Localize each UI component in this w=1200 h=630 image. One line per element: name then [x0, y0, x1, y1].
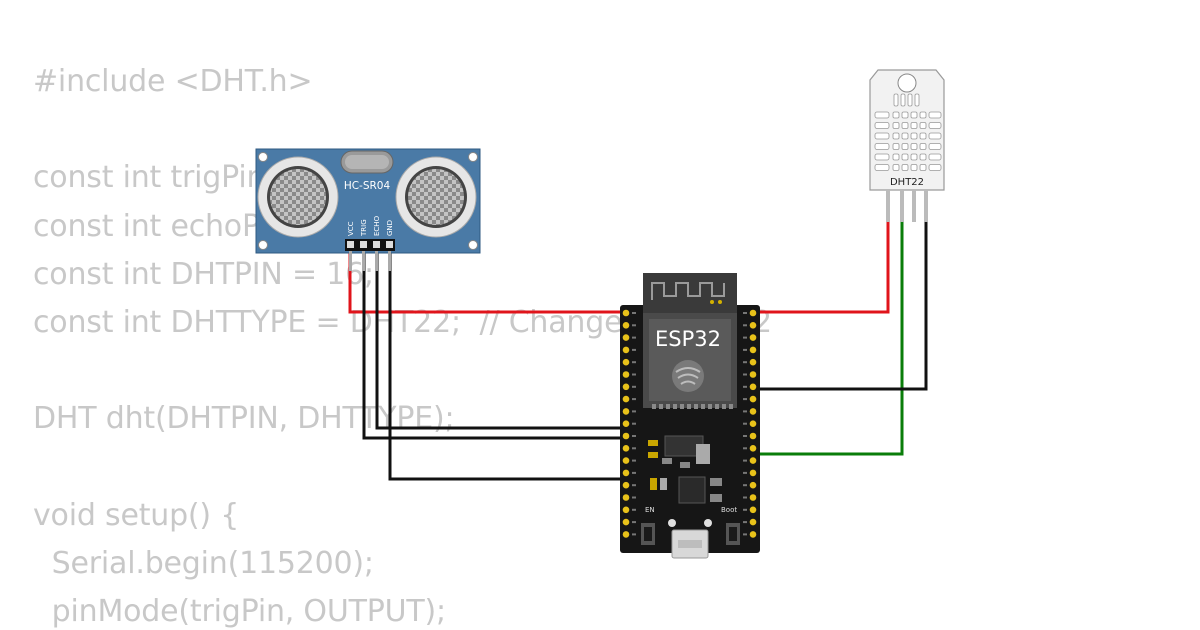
hc-sr04-header: [345, 239, 395, 271]
esp32-left-pins: [622, 309, 636, 538]
boot-button[interactable]: [726, 523, 740, 545]
wire-dht-data-green[interactable]: [753, 222, 904, 456]
code-line: #include <DHT.h>: [33, 64, 313, 99]
wires: [348, 222, 928, 481]
wire-trig[interactable]: [362, 252, 628, 440]
esp32-components: [648, 435, 722, 504]
espressif-logo-icon: [672, 360, 704, 392]
code-line: Serial.begin(115200);: [33, 546, 374, 581]
dht22-label: DHT22: [890, 177, 924, 188]
transducer-left: [257, 156, 339, 238]
wire-vcc-red[interactable]: [348, 222, 890, 314]
transducer-right: [395, 156, 477, 238]
dht22-vent-grid: [874, 93, 942, 171]
pin-label-trig: TRIG: [360, 219, 368, 237]
esp32-right-pins: [743, 309, 757, 538]
dht22-pins: [886, 190, 928, 222]
hc-sr04-sensor[interactable]: HC-SR04 VCC TRIG ECHO GND: [255, 148, 481, 271]
pin-label-echo: ECHO: [373, 215, 381, 236]
code-line: void setup() {: [33, 497, 240, 533]
boot-label: Boot: [721, 506, 737, 514]
wire-gnd-ultrasonic[interactable]: [388, 252, 628, 481]
esp32-label: ESP32: [655, 327, 721, 351]
hc-sr04-label: HC-SR04: [344, 180, 391, 192]
pin-label-gnd: GND: [386, 220, 394, 236]
dht22-sensor[interactable]: DHT22: [869, 69, 945, 222]
pin-label-vcc: VCC: [347, 221, 355, 236]
esp32-board[interactable]: ESP32 EN: [620, 273, 760, 559]
micro-usb-port: [668, 519, 712, 559]
wire-dht-gnd[interactable]: [753, 222, 928, 391]
en-label: EN: [645, 506, 655, 514]
code-line: pinMode(trigPin, OUTPUT);: [33, 594, 446, 630]
en-button[interactable]: [641, 523, 655, 545]
wire-echo[interactable]: [375, 252, 628, 430]
module-pads: [652, 404, 733, 409]
